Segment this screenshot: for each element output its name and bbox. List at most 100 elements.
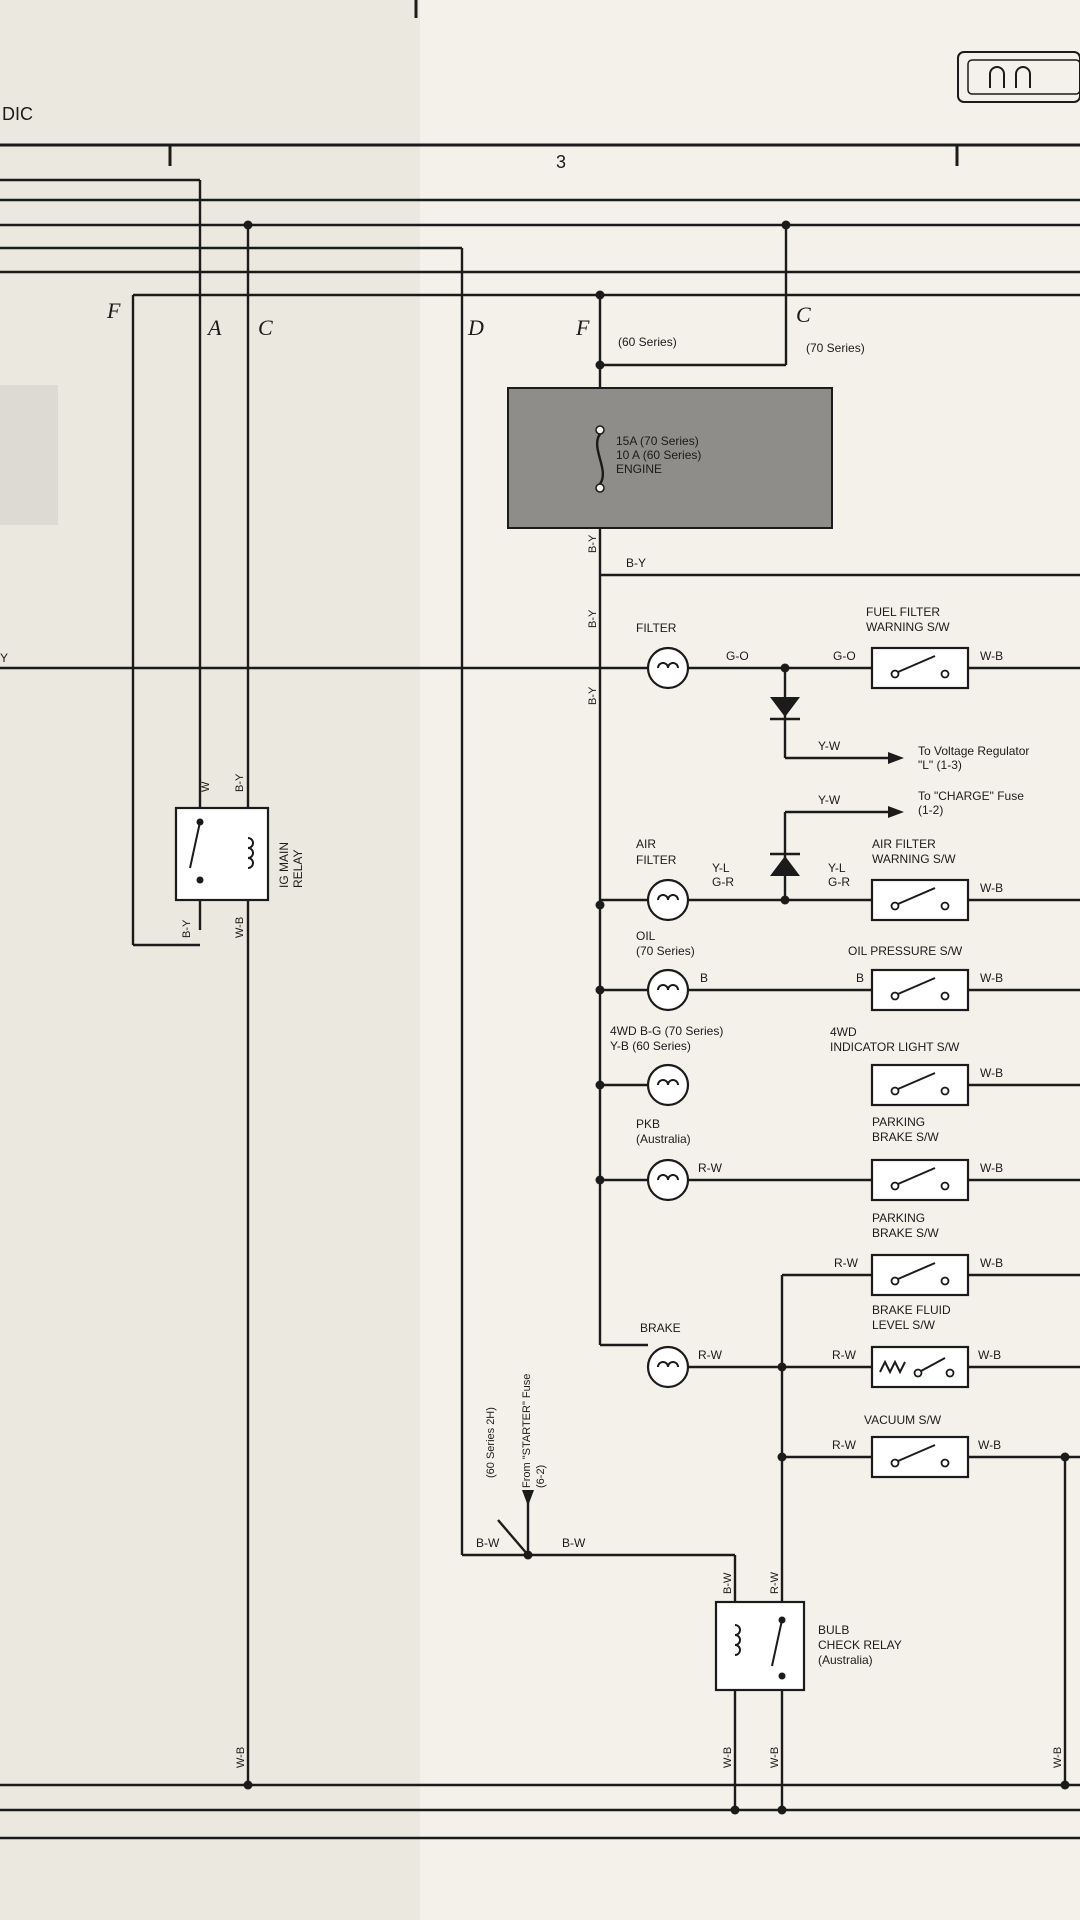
junction-ground-a	[730, 1805, 740, 1815]
parking-brake-switch-b	[870, 1253, 970, 1297]
paper-shade-left	[0, 0, 420, 1920]
junction-ground-b	[777, 1805, 787, 1815]
fwd-lamp-filament-icon	[657, 1079, 679, 1086]
lamp-label-pkb-2: (Australia)	[636, 1132, 691, 1146]
wire-label-yl-1: Y-L	[712, 861, 730, 875]
switch-label-4wd-1: 4WD	[830, 1025, 857, 1039]
wire-label-yl-2: Y-L	[828, 861, 846, 875]
wire-label-b-1: B	[700, 971, 708, 985]
fuse-label-2: 10 A (60 Series)	[616, 448, 701, 462]
wire-label-wb-relay-a: W-B	[722, 1747, 734, 1768]
switch-label-fuel-2: WARNING S/W	[866, 620, 950, 634]
wire-label-bw-2: B-W	[562, 1536, 586, 1550]
letter-c-left: C	[258, 315, 273, 340]
wire-label-wb-4wd: W-B	[980, 1066, 1003, 1080]
bus-lines	[0, 178, 1080, 1840]
switch-label-parking-b-2: BRAKE S/W	[872, 1226, 939, 1240]
wire-label-rw-pkb: R-W	[698, 1161, 723, 1175]
junction-ground-c	[1060, 1780, 1070, 1790]
pkb-lamp-filament-icon	[657, 1174, 679, 1181]
wire-label-wb-brake-fluid: W-B	[978, 1348, 1001, 1362]
arrow-charge-fuse-icon	[888, 806, 904, 818]
wire-label-gr-2: G-R	[828, 875, 850, 889]
switch-label-parking-a-2: BRAKE S/W	[872, 1130, 939, 1144]
relay-label-1: IG MAIN	[277, 842, 291, 888]
lamp-label-filter: FILTER	[636, 621, 677, 635]
ref-starter-1: From "STARTER" Fuse	[521, 1374, 533, 1488]
wire-label-rw-vacuum: R-W	[832, 1438, 857, 1452]
lamp-label-oil-2: (70 Series)	[636, 944, 695, 958]
wire-label-yw-1: Y-W	[818, 739, 841, 753]
air-filter-switch	[870, 878, 970, 922]
label-70-series: (70 Series)	[806, 341, 865, 355]
bulb-check-label-1: BULB	[818, 1623, 849, 1637]
switch-label-brake-fluid-1: BRAKE FLUID	[872, 1303, 951, 1317]
wire-label-by-2: B-Y	[587, 609, 599, 628]
ref-starter-3: (60 Series 2H)	[485, 1407, 497, 1478]
oil-pressure-switch	[870, 968, 970, 1012]
lamp-label-pkb-1: PKB	[636, 1117, 660, 1131]
wire-label-bw-1: B-W	[476, 1536, 500, 1550]
wire-label-gr-1: G-R	[712, 875, 734, 889]
ref-charge-1: To "CHARGE" Fuse	[918, 789, 1024, 803]
ref-charge-2: (1-2)	[918, 803, 943, 817]
switch-label-4wd-2: INDICATOR LIGHT S/W	[830, 1040, 960, 1054]
switch-label-parking-b-1: PARKING	[872, 1211, 925, 1225]
wire-label-by-h: B-Y	[626, 556, 646, 570]
wire-label-by-1: B-Y	[587, 534, 599, 553]
junction-air-filter	[780, 895, 790, 905]
wire-label-relay-by-bottom: B-Y	[181, 919, 193, 938]
air-filter-lamp-filament-icon	[657, 894, 679, 901]
junction-dots	[243, 220, 791, 1790]
label-60-series: (60 Series)	[618, 335, 677, 349]
wire-label-rw-relay: R-W	[769, 1571, 781, 1594]
bulb-check-label-3: (Australia)	[818, 1653, 873, 1667]
brake-fluid-level-switch	[870, 1345, 970, 1389]
connector-icon	[957, 51, 1080, 103]
wire-label-relay-wb: W-B	[234, 917, 246, 938]
ref-starter-2: (6-2)	[535, 1465, 547, 1488]
wire-label-go-1: G-O	[726, 649, 749, 663]
wire-label-rw-brake: R-W	[698, 1348, 723, 1362]
switch-label-parking-a-1: PARKING	[872, 1115, 925, 1129]
letter-c-right: C	[796, 302, 811, 327]
wire-label-yw-2: Y-W	[818, 793, 841, 807]
fuse-block	[507, 387, 833, 529]
switch-label-brake-fluid-2: LEVEL S/W	[872, 1318, 936, 1332]
fuel-filter-switch	[870, 646, 970, 690]
wire-label-wb-relay-b: W-B	[769, 1747, 781, 1768]
lamp-label-brake: BRAKE	[640, 1321, 681, 1335]
ig-main-relay	[174, 806, 270, 902]
diode-top-icon	[770, 697, 800, 717]
switch-label-air-1: AIR FILTER	[872, 837, 936, 851]
ref-voltage-2: "L" (1-3)	[918, 758, 962, 772]
wire-label-bw-relay: B-W	[722, 1572, 734, 1594]
column-number: 3	[556, 152, 566, 172]
fuse-label-1: 15A (70 Series)	[616, 434, 699, 448]
arrow-starter-icon	[522, 1490, 534, 1506]
junction-vacuum	[777, 1452, 787, 1462]
filter-lamp-filament-icon	[657, 662, 679, 669]
relay-label-2: RELAY	[291, 850, 305, 888]
wire-label-b-2: B	[856, 971, 864, 985]
letter-a: A	[206, 315, 222, 340]
wire-label-wb-air: W-B	[980, 881, 1003, 895]
fuse-label-3: ENGINE	[616, 462, 662, 476]
wire-label-relay-by-top: B-Y	[234, 773, 246, 792]
wire-label-rw-brake-fluid: R-W	[832, 1348, 857, 1362]
arrow-voltage-regulator-icon	[888, 752, 904, 764]
lamp-label-air-2: FILTER	[636, 853, 677, 867]
header-title: DIC	[2, 104, 33, 124]
lamp-label-oil-1: OIL	[636, 929, 656, 943]
wire-label-wb-right: W-B	[1052, 1747, 1064, 1768]
oil-lamp-filament-icon	[657, 984, 679, 991]
lamp-label-4wd-1: 4WD B-G (70 Series)	[610, 1024, 723, 1038]
wire-label-w: W	[200, 781, 212, 792]
switch-label-air-2: WARNING S/W	[872, 852, 956, 866]
ref-voltage-1: To Voltage Regulator	[918, 744, 1029, 758]
wire-label-wb-fuel: W-B	[980, 649, 1003, 663]
vacuum-switch	[870, 1435, 970, 1479]
wire-label-wb-oil: W-B	[980, 971, 1003, 985]
switch-label-oil: OIL PRESSURE S/W	[848, 944, 963, 958]
